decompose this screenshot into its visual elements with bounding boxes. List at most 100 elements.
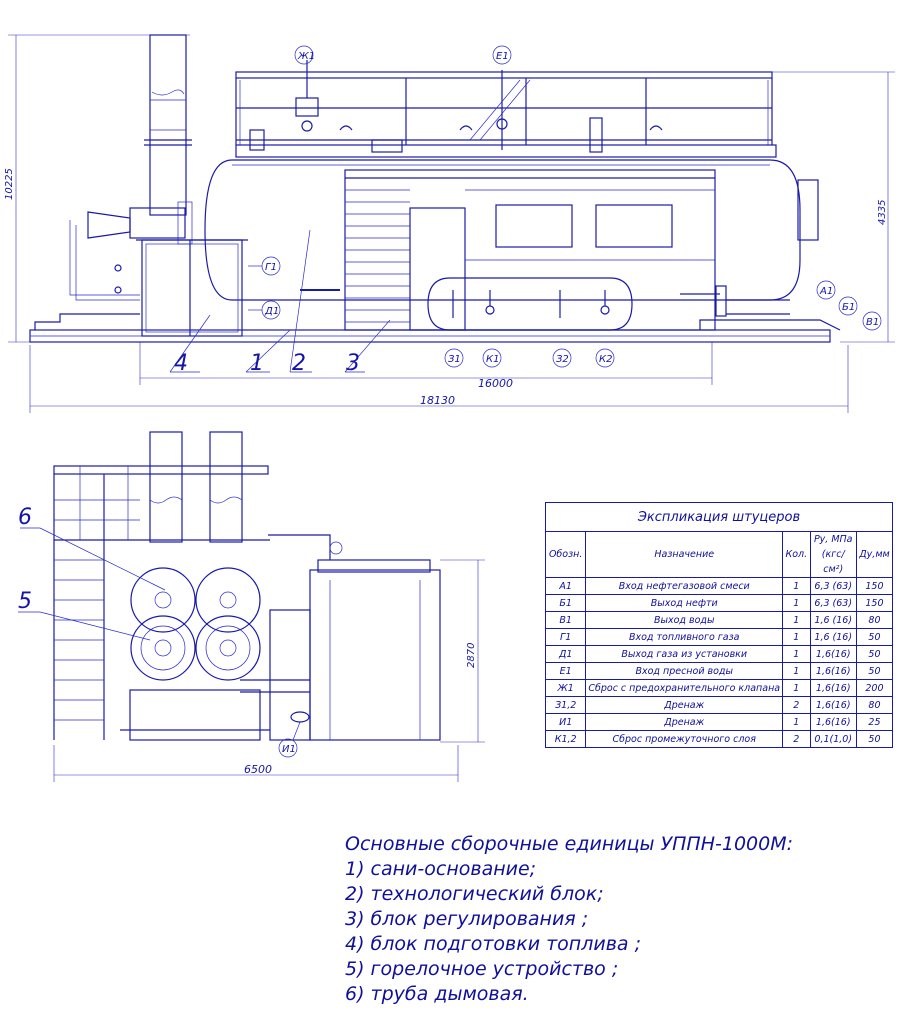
table-cell-designation: А1: [544, 577, 587, 595]
table-cell-pressure: 1,6(16): [809, 679, 857, 697]
table-cell-pressure: 1,6(16): [809, 713, 857, 731]
table-cell-qty: 2: [782, 696, 811, 714]
end-view: 6500 2870: [18, 431, 485, 782]
table-cell-purpose: Выход нефти: [585, 594, 784, 612]
table-cell-qty: 1: [782, 611, 811, 629]
table-cell-qty: 1: [782, 577, 811, 595]
table-cell-qty: 1: [782, 713, 811, 731]
table-cell-purpose: Сброс промежуточного слоя: [585, 730, 784, 748]
table-cell-qty: 1: [782, 662, 811, 680]
legend-item: 6) труба дымовая.: [345, 983, 529, 1005]
table-cell-purpose: Вход топливного газа: [585, 628, 784, 646]
header-designation: Обозн.: [544, 531, 587, 578]
table-cell-qty: 1: [782, 645, 811, 663]
nozzle-label-k2: К2: [599, 354, 612, 365]
legend-item: 1) сани-основание;: [345, 858, 537, 880]
dim-length-base: 16000: [478, 377, 513, 390]
nozzle-label-b1: Б1: [842, 302, 855, 313]
header-purpose: Назначение: [585, 531, 784, 578]
table-cell-purpose: Вход пресной воды: [585, 662, 784, 680]
table-cell-pressure: 1,6(16): [809, 696, 857, 714]
unit-label-5: 5: [18, 589, 32, 614]
dim-height-right: 4335: [877, 200, 888, 225]
nozzle-label-v1: В1: [866, 317, 879, 328]
nozzle-label-d1: Д1: [264, 306, 279, 317]
table-cell-designation: И1: [544, 713, 587, 731]
table-cell-pressure: 1,6(16): [809, 662, 857, 680]
table-cell-pressure: 6,3 (63): [809, 594, 857, 612]
unit-label-6: 6: [18, 505, 32, 530]
legend-item: 2) технологический блок;: [345, 883, 604, 905]
table-cell-purpose: Сброс с предохранительного клапана: [585, 679, 784, 697]
table-cell-diameter: 25: [855, 713, 894, 731]
table-cell-designation: К1,2: [544, 730, 587, 748]
table-cell-purpose: Выход воды: [585, 611, 784, 629]
table-cell-diameter: 50: [855, 645, 894, 663]
table-cell-designation: Д1: [544, 645, 587, 663]
header-qty: Кол.: [782, 531, 811, 578]
dim-height-end: 2870: [466, 643, 477, 668]
table-cell-diameter: 50: [855, 662, 894, 680]
unit-label-3: 3: [346, 351, 360, 376]
nozzle-label-k1: К1: [486, 354, 499, 365]
legend-item: 4) блок подготовки топлива ;: [345, 933, 641, 955]
nozzle-label-zh1: Ж1: [297, 51, 315, 62]
nozzle-table: Экспликация штуцеров Обозн. Назначение К…: [544, 502, 894, 748]
table-cell-pressure: 1,6 (16): [809, 628, 857, 646]
table-cell-pressure: 6,3 (63): [809, 577, 857, 595]
table-cell-designation: Ж1: [544, 679, 587, 697]
table-cell-qty: 1: [782, 628, 811, 646]
unit-label-1: 1: [250, 351, 264, 376]
table-cell-designation: В1: [544, 611, 587, 629]
table-cell-designation: З1,2: [544, 696, 587, 714]
header-pressure: Ру, МПа (кгс/см²): [809, 531, 857, 578]
dim-width: 6500: [244, 763, 272, 776]
assembly-units-legend: Основные сборочные единицы УППН-1000М: 1…: [345, 832, 885, 1007]
legend-item: 3) блок регулирования ;: [345, 908, 589, 930]
legend-item: 5) горелочное устройство ;: [345, 958, 619, 980]
table-cell-diameter: 150: [855, 577, 894, 595]
table-cell-diameter: 80: [855, 611, 894, 629]
table-cell-diameter: 50: [855, 628, 894, 646]
table-cell-pressure: 1,6 (16): [809, 611, 857, 629]
side-view: 10225 4335 16000 18130: [4, 34, 895, 413]
legend-title: Основные сборочные единицы УППН-1000М:: [345, 833, 794, 855]
dim-length-total: 18130: [420, 394, 455, 407]
nozzle-label-g1: Г1: [265, 262, 277, 273]
nozzle-label-e1: Е1: [496, 51, 509, 62]
table-cell-designation: Е1: [544, 662, 587, 680]
table-cell-purpose: Дренаж: [585, 713, 784, 731]
table-cell-purpose: Дренаж: [585, 696, 784, 714]
table-cell-pressure: 0,1(1,0): [809, 730, 857, 748]
table-cell-purpose: Выход газа из установки: [585, 645, 784, 663]
table-cell-diameter: 200: [855, 679, 894, 697]
table-cell-designation: Б1: [544, 594, 587, 612]
table-cell-purpose: Вход нефтегазовой смеси: [585, 577, 784, 595]
nozzle-label-i1: И1: [282, 744, 296, 755]
dim-height-total: 10225: [4, 168, 15, 200]
nozzle-label-z1: З1: [448, 354, 461, 365]
table-cell-pressure: 1,6(16): [809, 645, 857, 663]
table-cell-designation: Г1: [544, 628, 587, 646]
unit-label-2: 2: [292, 351, 306, 376]
unit-label-4: 4: [174, 351, 188, 376]
table-cell-qty: 1: [782, 594, 811, 612]
table-cell-diameter: 50: [855, 730, 894, 748]
table-cell-qty: 2: [782, 730, 811, 748]
header-diameter: Ду,мм: [855, 531, 894, 578]
table-cell-diameter: 80: [855, 696, 894, 714]
nozzle-table-title: Экспликация штуцеров: [545, 502, 893, 532]
table-cell-diameter: 150: [855, 594, 894, 612]
